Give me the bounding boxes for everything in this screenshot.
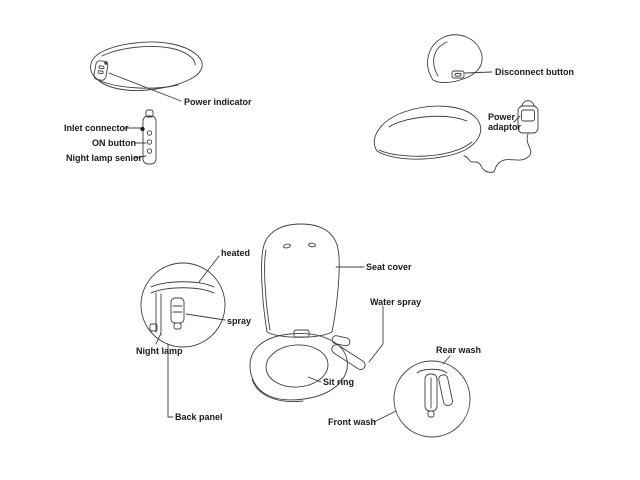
label-spray: spray — [227, 316, 252, 326]
power-adaptor-loop — [521, 100, 535, 107]
side-control-tab — [331, 335, 351, 347]
rear-wash-tip — [427, 410, 435, 418]
seat-base-illustration — [373, 105, 482, 160]
inlet-connector-dot — [140, 126, 145, 132]
right-detail-callout — [373, 355, 471, 438]
spray-nozzle-lines — [172, 305, 183, 313]
label-rear-wash: Rear wash — [436, 345, 482, 355]
leader-front-wash — [373, 410, 397, 423]
front-wash-wand — [438, 374, 453, 407]
cover-bumper-right — [308, 242, 316, 248]
sit-ring-bottom-seam — [251, 378, 304, 403]
seat-side-view-illustration — [90, 41, 203, 165]
label-water-spray: Water spray — [370, 297, 422, 307]
leader-rear-wash — [442, 355, 451, 365]
label-night-lamp-senior: Night lamp senior — [66, 153, 143, 163]
wash-bracket — [416, 368, 448, 374]
label-inlet-connector: Inlet connector — [64, 123, 129, 133]
control-panel — [93, 60, 109, 81]
label-front-wash: Front wash — [328, 417, 377, 427]
spray-nozzle-tip — [173, 322, 182, 330]
leader-sit-ring — [307, 376, 322, 383]
left-detail-callout — [140, 255, 226, 418]
leader-spray — [185, 313, 226, 321]
seat-base-seam — [97, 79, 179, 89]
inlet-connector-detail — [140, 109, 157, 165]
power-adaptor-illustration — [463, 100, 539, 173]
heated-ring-section-lines — [150, 281, 215, 294]
sit-ring-hole — [265, 344, 329, 388]
label-seat-cover: Seat cover — [366, 262, 412, 272]
label-back-panel: Back panel — [175, 412, 223, 422]
detail-circle-left — [140, 262, 226, 348]
night-lamp-shape — [149, 323, 158, 332]
seat-cover-inner-edge — [264, 249, 271, 331]
seat-top-highlight — [101, 46, 196, 66]
disconnect-button-inner — [454, 73, 462, 77]
power-adaptor-body — [517, 105, 539, 134]
open-seat-illustration — [249, 223, 384, 403]
power-adaptor-window — [521, 109, 535, 122]
leader-heated — [198, 255, 220, 283]
label-power-indicator: Power indicator — [184, 97, 252, 107]
lid-inner-line — [433, 41, 448, 77]
back-panel-edge-lines — [155, 292, 162, 336]
lid-outline — [427, 34, 483, 83]
leader-power-indicator — [108, 72, 182, 102]
label-disconnect-button: Disconnect button — [495, 67, 574, 77]
cover-bumper-left — [283, 243, 291, 249]
detail-circle-right — [393, 360, 471, 438]
label-heated: heated — [221, 248, 251, 258]
seat-base-outline — [373, 105, 482, 160]
power-adaptor-cable — [463, 133, 532, 173]
label-night-lamp: Night lamp — [136, 346, 183, 356]
label-sit-ring: Sit ring — [323, 377, 354, 387]
power-indicator-dot — [104, 61, 108, 65]
spray-wand — [331, 344, 366, 370]
seat-base-bottom-seam — [378, 141, 473, 157]
leader-night-lamp-senior — [133, 155, 147, 159]
spray-nozzle-shape — [170, 297, 185, 324]
sit-ring-outline — [249, 333, 348, 401]
disconnect-button-shape — [451, 70, 465, 79]
label-power-adaptor: Power adaptor — [488, 112, 522, 132]
label-on-button: ON button — [92, 138, 136, 148]
leader-night-lamp — [155, 332, 162, 345]
leader-water-spray — [368, 305, 384, 363]
leader-power-adaptor — [513, 115, 521, 123]
leader-back-panel — [167, 343, 174, 418]
leader-disconnect-button — [464, 71, 493, 74]
seat-cover-outline — [261, 223, 340, 338]
seat-base-top-line — [388, 115, 468, 128]
lid-back-view-illustration — [427, 34, 493, 83]
